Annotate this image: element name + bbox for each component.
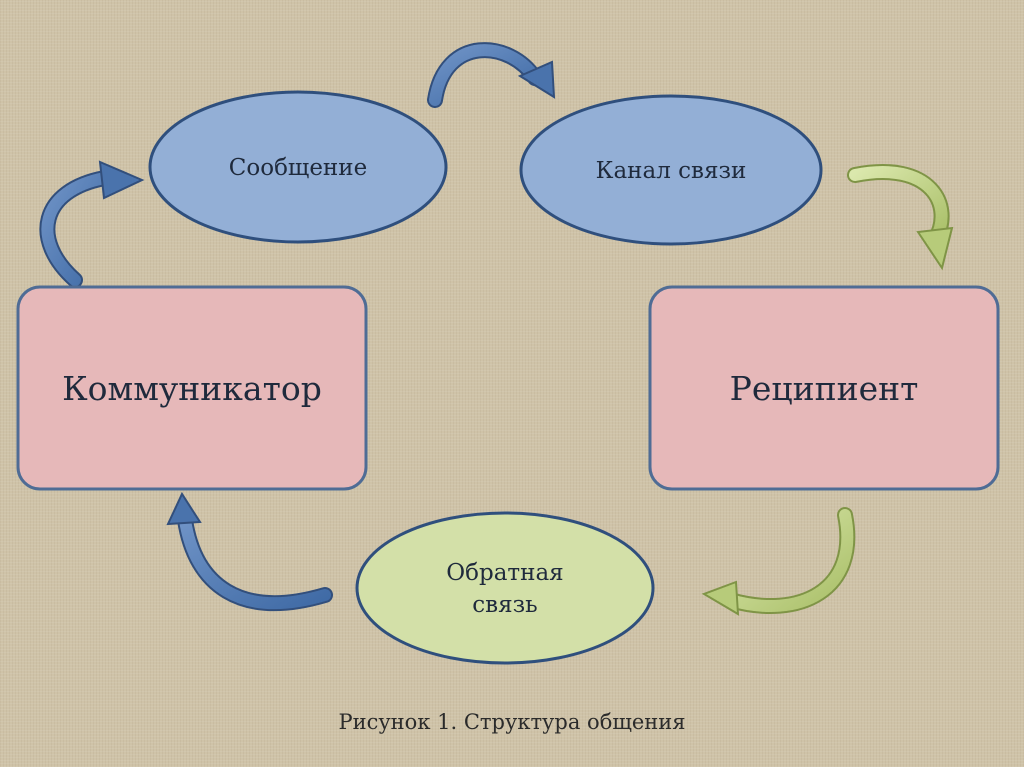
node-feedback-label-line2: связь bbox=[472, 592, 537, 618]
node-channel: Канал связи bbox=[519, 94, 823, 246]
node-channel-label: Канал связи bbox=[596, 158, 747, 184]
node-message: Сообщение bbox=[148, 90, 448, 244]
arrow-channel-to-recipient bbox=[847, 164, 954, 271]
arrow-message-to-channel bbox=[427, 42, 556, 108]
node-recipient-label: Реципиент bbox=[730, 369, 919, 408]
node-feedback-label-line1: Обратная bbox=[446, 560, 563, 586]
arrow-communicator-to-message bbox=[39, 160, 145, 288]
node-message-label: Сообщение bbox=[229, 155, 367, 181]
arrow-feedback-to-communicator bbox=[166, 491, 333, 612]
figure-caption: Рисунок 1. Структура общения bbox=[338, 710, 686, 734]
node-recipient: Реципиент bbox=[648, 285, 1000, 491]
node-feedback: Обратная связь bbox=[355, 511, 655, 665]
arrow-recipient-to-feedback bbox=[701, 507, 856, 616]
node-communicator: Коммуникатор bbox=[16, 285, 368, 491]
node-communicator-label: Коммуникатор bbox=[62, 369, 322, 408]
